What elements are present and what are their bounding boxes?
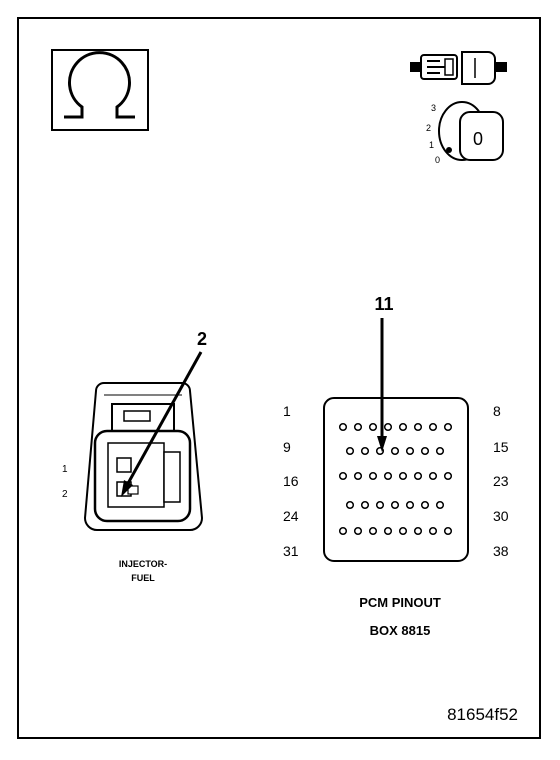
pcm-pin-grid [338,422,453,536]
pcm-pin-hole [428,526,438,536]
pcm-row3-end: 23 [493,473,509,489]
pcm-pin-hole [435,446,445,456]
pcm-pin-hole [405,446,415,456]
pcm-pin-hole [383,526,393,536]
pcm-row1-start: 1 [283,403,291,419]
pcm-pin-hole [338,422,348,432]
pcm-pin-hole [390,446,400,456]
pcm-pin-hole [398,471,408,481]
pcm-pin-hole [443,526,453,536]
pcm-row1-end: 8 [493,403,501,419]
pcm-pin-hole [353,526,363,536]
pcm-row3-start: 16 [283,473,299,489]
injector-pin-label-1: 1 [62,464,68,475]
pcm-caption-line2: BOX 8815 [370,623,431,638]
pcm-pin-hole [353,422,363,432]
pcm-pin-hole [345,446,355,456]
pcm-pin-hole [428,471,438,481]
pcm-pin-hole [345,500,355,510]
pcm-pin-hole [420,500,430,510]
ignition-key-off-icon: 3 2 1 0 0 [426,101,504,165]
pcm-pin-hole [398,526,408,536]
pcm-connector-body [323,397,469,562]
pcm-pin-hole [413,422,423,432]
pcm-pin-hole [338,526,348,536]
pcm-pin-hole [443,422,453,432]
pcm-pin-hole [383,471,393,481]
ignition-pos-2: 2 [426,123,431,133]
pcm-pin-hole [360,500,370,510]
pcm-pin-hole [375,500,385,510]
pcm-pin-hole [398,422,408,432]
pcm-pin-hole [353,471,363,481]
injector-pin-label-2: 2 [62,489,68,500]
pcm-pin-hole [405,500,415,510]
pcm-pin-hole [368,471,378,481]
ignition-pos-3: 3 [431,103,436,113]
injector-caption-line1: INJECTOR- [119,559,167,569]
ignition-key-label: 0 [473,129,483,149]
pcm-pin-hole [383,422,393,432]
outer-frame [17,17,541,739]
injector-callout-arrow [121,351,203,497]
pcm-pin-hole [413,471,423,481]
connector-disconnected-icon [410,51,507,85]
ohm-symbol-icon: Ω [51,49,149,131]
pcm-pin-hole [390,500,400,510]
pcm-pin-hole [338,471,348,481]
pcm-row2-start: 9 [283,439,291,455]
injector-callout-number: 2 [197,329,207,349]
pcm-row5-end: 38 [493,543,509,559]
pcm-row4-end: 30 [493,508,509,524]
pcm-row2-end: 15 [493,439,509,455]
pcm-pin-hole [435,500,445,510]
injector-caption-line2: FUEL [131,573,155,583]
pcm-pin-hole [428,422,438,432]
pcm-pin-hole [360,446,370,456]
pcm-callout-number: 11 [374,294,393,314]
pcm-pin-hole [443,471,453,481]
pcm-pin-hole [413,526,423,536]
pcm-pin-hole [420,446,430,456]
ignition-pos-0: 0 [435,155,440,165]
pcm-pin-hole [368,422,378,432]
figure-id: 81654f52 [447,705,518,724]
pcm-pin-hole [368,526,378,536]
pcm-caption-line1: PCM PINOUT [359,595,441,610]
ignition-pos-1: 1 [429,140,434,150]
pcm-row4-start: 24 [283,508,299,524]
pcm-row5-start: 31 [283,543,299,559]
pcm-callout-arrow [377,318,387,452]
